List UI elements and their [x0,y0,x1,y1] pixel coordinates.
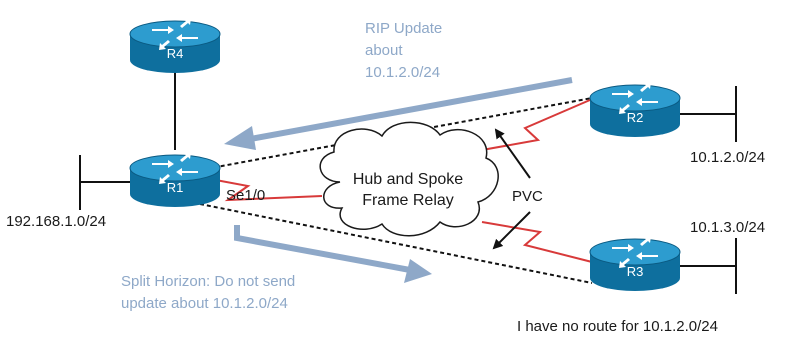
r1-lan-segment [79,155,130,210]
router-r4-label: R4 [167,46,184,61]
pvc-label: PVC [512,188,543,205]
split-horizon-note-line2: update about 10.1.2.0/24 [121,295,288,312]
cloud-icon [319,121,499,237]
router-r3[interactable]: R3 [589,235,681,292]
subnet-r2-lan: 10.1.2.0/24 [690,149,765,166]
pvc-arrow-up-icon [494,128,531,179]
rip-update-note-line2: about [365,42,403,59]
rip-update-note-line1: RIP Update [365,20,442,37]
router-r1[interactable]: R1 [129,151,221,208]
cloud-label-line2: Frame Relay [362,192,454,209]
router-r4[interactable]: R4 [129,17,221,74]
pvc-arrow-down-icon [492,211,531,250]
r2-lan-segment [680,86,737,142]
r3-no-route-note: I have no route for 10.1.2.0/24 [517,318,718,335]
split-horizon-arrow-icon [234,225,432,283]
r3-lan-segment [680,238,737,294]
rip-update-arrow-icon [224,77,573,150]
cloud-label-line1: Hub and Spoke [353,171,463,188]
serial-link-r1 [204,177,323,202]
router-r2-label: R2 [627,110,644,125]
pvc-r1-r3-dashed [199,203,593,284]
subnet-r1-lan: 192.168.1.0/24 [6,213,106,230]
subnet-r3-lan: 10.1.3.0/24 [690,219,765,236]
router-r3-label: R3 [627,264,644,279]
router-r2[interactable]: R2 [589,81,681,138]
split-horizon-note-line1: Split Horizon: Do not send [121,273,295,290]
serial-link-r2 [481,99,591,151]
rip-update-note-line3: 10.1.2.0/24 [365,64,440,81]
router-r1-label: R1 [167,180,184,195]
interface-label: Se1/0 [226,187,265,204]
serial-link-r3 [481,221,593,263]
